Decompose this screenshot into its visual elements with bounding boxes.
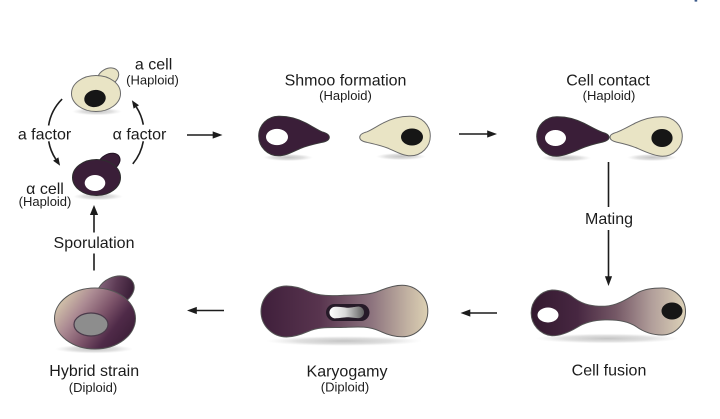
svg-text:a factor: a factor (18, 127, 72, 144)
svg-text:(Diploid): (Diploid) (69, 380, 117, 395)
svg-text:(Haploid): (Haploid) (126, 73, 179, 88)
svg-text:a cell: a cell (135, 57, 172, 74)
svg-text:Karyogamy: Karyogamy (307, 364, 388, 381)
svg-text:(Haploid): (Haploid) (583, 88, 636, 103)
svg-text:Hybrid strain: Hybrid strain (49, 363, 139, 380)
svg-text:Mating: Mating (585, 211, 633, 228)
svg-text:(Haploid): (Haploid) (319, 88, 372, 103)
svg-text:α factor: α factor (113, 127, 167, 144)
svg-text:Sporulation: Sporulation (54, 235, 135, 252)
svg-text:Cell fusion: Cell fusion (572, 363, 647, 380)
svg-text:(Haploid): (Haploid) (19, 194, 72, 209)
svg-text:Shmoo formation: Shmoo formation (285, 73, 407, 90)
svg-text:(Diploid): (Diploid) (321, 380, 369, 395)
svg-text:α cell: α cell (26, 181, 64, 198)
svg-text:Cell contact: Cell contact (566, 73, 650, 90)
